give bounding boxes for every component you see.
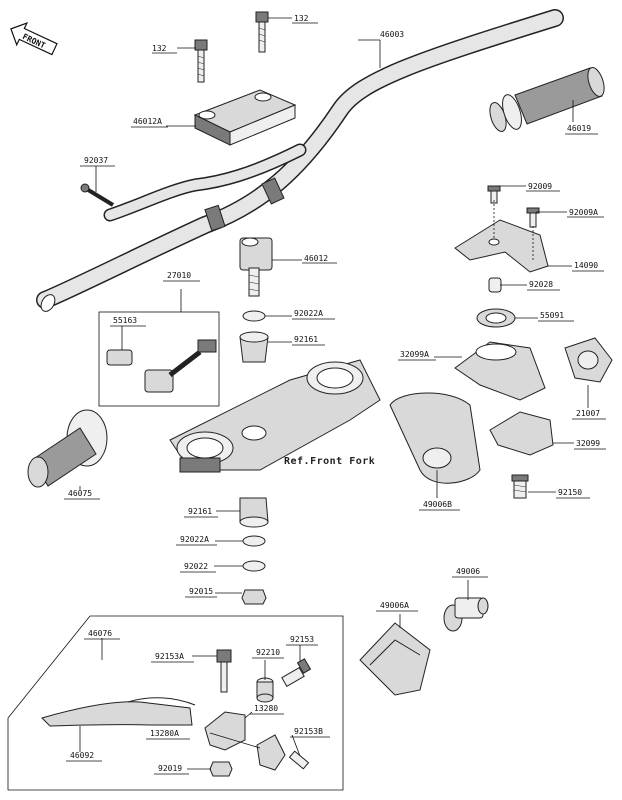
label-92161-bottom: 92161 [188,507,212,516]
label-92009: 92009 [528,182,552,191]
label-13280A: 13280A [150,729,179,738]
lever-46092[interactable] [41,697,196,727]
bolt-92150[interactable] [511,474,529,499]
nut-92019[interactable] [209,761,233,777]
label-13280: 13280 [254,704,278,713]
label-32099A: 32099A [400,350,429,359]
label-49006B: 49006B [423,500,452,509]
label-46092: 46092 [70,751,94,760]
collar-92210[interactable] [256,677,274,703]
label-92210: 92210 [256,648,280,657]
washer-92022[interactable] [242,560,266,572]
grip-left-46075[interactable] [27,409,108,488]
ref-front-fork-note: Ref.Front Fork [284,456,375,467]
bolt-132-right[interactable] [255,11,269,53]
washer-92022A-bottom[interactable] [242,535,266,547]
label-92153B: 92153B [294,727,323,736]
bolt-92037[interactable] [80,183,115,207]
label-46012: 46012 [304,254,328,263]
holder-46012[interactable] [239,237,273,297]
label-92037: 92037 [84,156,108,165]
label-92153A: 92153A [155,652,184,661]
label-27010: 27010 [167,271,191,280]
label-92022A-top: 92022A [294,309,323,318]
bushing-92161-top[interactable] [239,331,269,363]
housing-49006B[interactable] [389,392,481,484]
label-46012A: 46012A [133,117,162,126]
label-92019: 92019 [158,764,182,773]
label-92150: 92150 [558,488,582,497]
seal-55091[interactable] [476,308,516,328]
bolt-132-left[interactable] [194,39,208,83]
label-46003: 46003 [380,30,404,39]
label-21007: 21007 [576,409,600,418]
switch-55163[interactable] [106,339,217,393]
pin-92028[interactable] [488,277,502,293]
bracket-32099[interactable] [489,411,554,456]
label-92009A: 92009A [569,208,598,217]
bolt-92153B[interactable] [288,750,310,770]
label-55091: 55091 [540,311,564,320]
grip-right-46019[interactable] [487,66,608,134]
label-46075: 46075 [68,489,92,498]
label-46019: 46019 [567,124,591,133]
cover-49006A[interactable] [359,622,431,696]
label-49006: 49006 [456,567,480,576]
screw-92009A[interactable] [526,207,540,228]
label-49006A: 49006A [380,601,409,610]
screw-92153[interactable] [281,658,312,688]
label-92028: 92028 [529,280,553,289]
clamp-13280A[interactable] [256,734,286,771]
label-32099: 32099 [576,439,600,448]
label-132-left: 132 [152,44,167,53]
clamp-46012A[interactable] [193,89,297,146]
nut-92015[interactable] [241,589,267,605]
label-132-right: 132 [294,14,309,23]
washer-92022A-top[interactable] [242,310,266,322]
triple-clamp[interactable] [169,359,381,473]
label-92022A-bottom: 92022A [180,535,209,544]
label-92022: 92022 [184,562,208,571]
bolt-92153A[interactable] [216,649,232,693]
cover-14090[interactable] [454,219,549,273]
lever-box-46076 [7,615,344,791]
bushing-92161-bottom[interactable] [239,497,269,528]
screw-92009[interactable] [487,185,501,204]
throttle-49006[interactable] [443,597,489,632]
handlebar[interactable] [36,9,564,314]
label-46076: 46076 [88,629,112,638]
bracket-32099A[interactable] [454,341,546,401]
holder-21007[interactable] [564,337,613,383]
label-92153: 92153 [290,635,314,644]
label-55163: 55163 [113,316,137,325]
holder-13280[interactable] [204,711,246,751]
label-14090: 14090 [574,261,598,270]
front-arrow-badge: FRONT [10,22,58,56]
label-92161-top: 92161 [294,335,318,344]
label-92015: 92015 [189,587,213,596]
